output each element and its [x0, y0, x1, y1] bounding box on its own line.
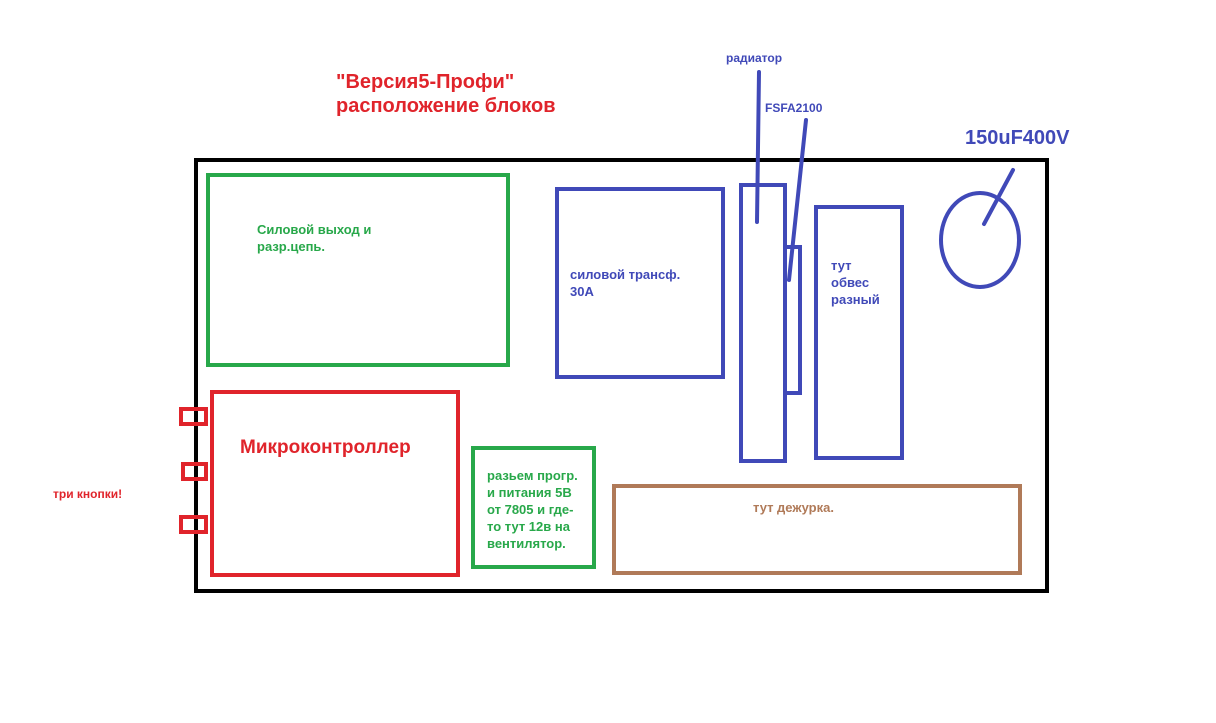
misc-parts-label: тут обвес разный — [831, 258, 880, 307]
radiator-pointer — [755, 70, 761, 224]
board-outline — [194, 158, 1049, 593]
power-output-label: Силовой выход и разр.цепь. — [257, 222, 372, 254]
chip-pointer — [787, 118, 808, 282]
radiator-label: радиатор — [726, 51, 783, 65]
title-line-1: "Версия5-Профи" — [336, 71, 515, 93]
capacitor-pointer — [982, 168, 1015, 226]
power-output-block — [206, 173, 510, 367]
buttons-label: три кнопки! — [53, 487, 123, 501]
chip-label: FSFA2100 — [765, 101, 823, 115]
standby-block — [612, 484, 1022, 575]
button-3 — [179, 515, 208, 534]
transformer-label: силовой трансф. 30А — [570, 267, 681, 299]
connector-block — [471, 446, 596, 569]
connector-label: разьем прогр. и питания 5В от 7805 и где… — [487, 468, 578, 551]
button-2 — [181, 462, 208, 481]
button-1 — [179, 407, 208, 426]
misc-parts-block — [814, 205, 904, 460]
title-line-2: расположение блоков — [336, 95, 556, 117]
microcontroller-label: Микроконтроллер — [240, 437, 411, 458]
transformer-block — [555, 187, 725, 379]
standby-label: тут дежурка. — [753, 500, 834, 515]
chip-block — [783, 245, 802, 395]
capacitor-circle — [939, 191, 1021, 289]
capacitor-label: 150uF400V — [965, 127, 1070, 149]
radiator-block — [739, 183, 787, 463]
microcontroller-block — [210, 390, 460, 577]
